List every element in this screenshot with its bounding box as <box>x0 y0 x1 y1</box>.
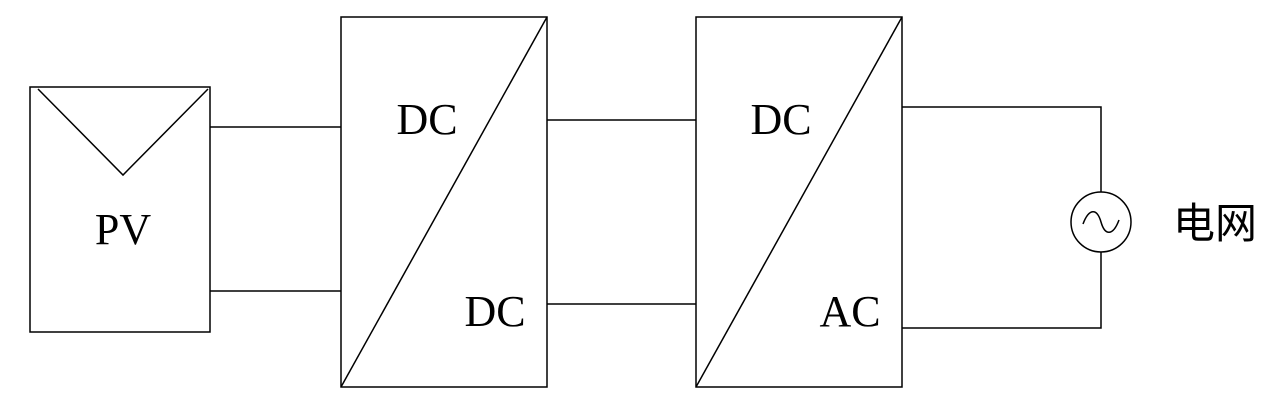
pv-panel-icon <box>37 88 209 177</box>
dcdc-output-label: DC <box>464 287 525 336</box>
pv-module: PV <box>29 86 211 333</box>
wire-dcac-grid-bottom <box>902 252 1102 329</box>
dcac-diagonal <box>695 16 903 388</box>
pv-module-box <box>29 86 211 333</box>
dcac-output-label: AC <box>819 287 880 336</box>
sine-wave-icon <box>1082 211 1120 233</box>
dcdc-diagonal <box>340 16 548 388</box>
pv-label: PV <box>95 205 151 254</box>
dcdc-converter: DC DC <box>340 16 548 388</box>
dcdc-input-label: DC <box>396 95 457 144</box>
wire-dcac-grid-top <box>902 106 1102 193</box>
dcac-inverter: DC AC <box>695 16 903 388</box>
dcac-input-label: DC <box>750 95 811 144</box>
ac-source-icon <box>1070 191 1132 253</box>
grid-label: 电网 <box>1173 199 1257 248</box>
